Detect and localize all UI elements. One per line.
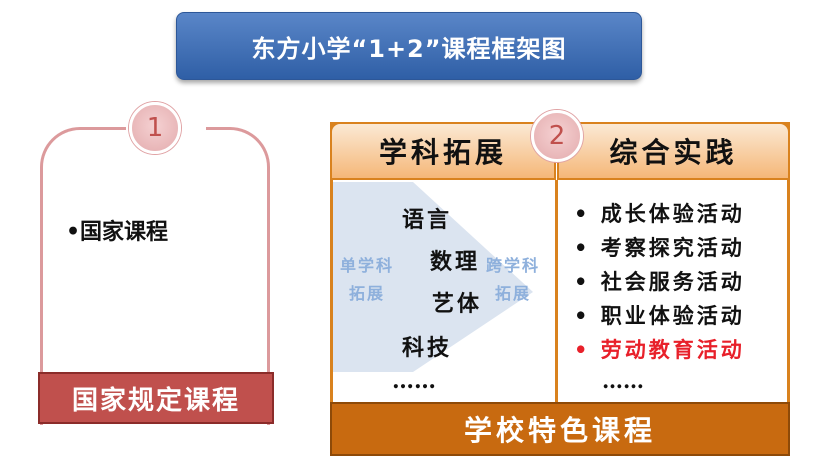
single-subject-label-line2: 拓展 bbox=[349, 284, 386, 303]
practice-item-service: • 社会服务活动 bbox=[574, 269, 745, 294]
cross-subject-label-line1: 跨学科 bbox=[486, 256, 541, 275]
subject-arts-sports: 艺体 bbox=[432, 291, 483, 317]
tab-subject-extension: 学科拓展 bbox=[330, 122, 556, 180]
subject-technology: 科技 bbox=[402, 335, 453, 361]
practice-item-more: …… bbox=[602, 368, 644, 393]
national-curriculum-footer: 国家规定课程 bbox=[38, 372, 274, 424]
practice-item-career: • 职业体验活动 bbox=[574, 303, 745, 328]
page-title: 东方小学“1+2”课程框架图 bbox=[176, 12, 642, 80]
column-divider bbox=[555, 180, 558, 402]
single-subject-label-line1: 单学科 bbox=[340, 256, 395, 275]
number-badge-2: 2 bbox=[531, 110, 583, 162]
practice-item-growth: • 成长体验活动 bbox=[574, 201, 745, 226]
subject-more: …… bbox=[392, 368, 436, 394]
practice-item-labor: • 劳动教育活动 bbox=[574, 337, 745, 362]
school-curriculum-footer: 学校特色课程 bbox=[330, 402, 790, 456]
number-badge-1: 1 bbox=[129, 102, 181, 154]
practice-list: • 成长体验活动 • 考察探究活动 • 社会服务活动 • 职业体验活动 • 劳动… bbox=[574, 198, 745, 402]
tab-comprehensive-practice: 综合实践 bbox=[557, 122, 790, 180]
practice-item-inquiry: • 考察探究活动 bbox=[574, 235, 745, 260]
national-curriculum-item: •国家课程 bbox=[66, 219, 169, 245]
cross-subject-label: 跨学科 拓展 bbox=[486, 252, 540, 308]
extension-arrow-shape bbox=[333, 182, 533, 372]
subject-language: 语言 bbox=[402, 207, 453, 233]
cross-subject-label-line2: 拓展 bbox=[495, 284, 532, 303]
single-subject-label: 单学科 拓展 bbox=[340, 252, 394, 308]
subject-math-science: 数理 bbox=[430, 249, 481, 275]
